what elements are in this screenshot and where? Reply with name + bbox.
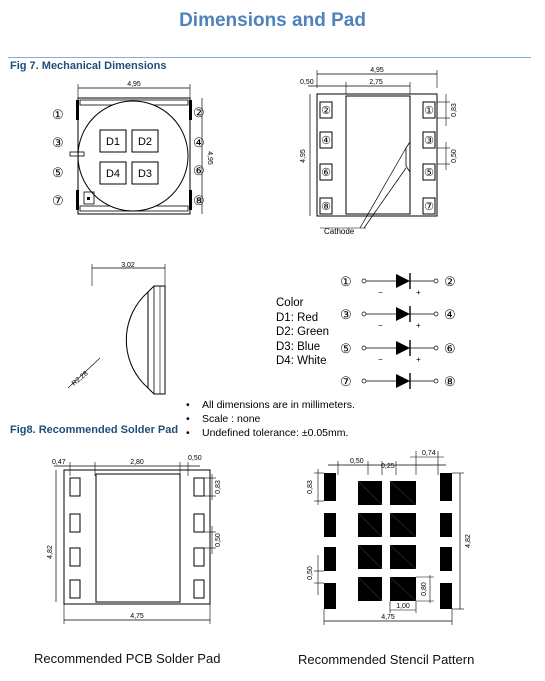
- stencil-caption: Recommended Stencil Pattern: [298, 652, 475, 667]
- pad-number: ⑧: [321, 201, 331, 213]
- die-label: D4: [106, 168, 120, 180]
- title-rule: [8, 57, 531, 58]
- pad-number: ⑦: [424, 201, 434, 213]
- diode-row: ① ② − +: [340, 273, 456, 297]
- top-height-label: 4,95: [206, 151, 213, 165]
- pcb-pad-width-label: 0,47: [52, 459, 66, 466]
- pcb-total-width-label: 4,75: [130, 613, 144, 620]
- diode-schematic: ① ② − + ③ ④ − + ⑤ ⑥ − + ⑦ ⑧: [340, 273, 456, 389]
- pad-number: ③: [424, 135, 434, 147]
- die-label: D1: [106, 136, 120, 148]
- pad-height-label: 0,83: [451, 103, 458, 117]
- plus-sign: +: [416, 355, 421, 364]
- pin-number: ⑥: [444, 341, 456, 356]
- note-item: •All dimensions are in millimeters.: [186, 399, 355, 411]
- stencil-025-label: 0,25: [381, 463, 395, 470]
- pin-number: ④: [193, 135, 205, 150]
- minus-sign: −: [378, 321, 383, 330]
- bullet: •: [186, 399, 190, 411]
- pin-number: ③: [52, 135, 64, 150]
- pad-pitch-label: 0,50: [451, 149, 458, 163]
- pcb-pad-right-label: 0,50: [188, 455, 202, 462]
- pad-number: ①: [424, 105, 434, 117]
- pin-number: ⑤: [340, 341, 352, 356]
- pin-number: ⑤: [52, 165, 64, 180]
- color-key-line: D1: Red: [276, 311, 319, 324]
- pin-number: ③: [340, 307, 352, 322]
- notes-list: •All dimensions are in millimeters. •Sca…: [186, 398, 355, 440]
- color-key-line: D4: White: [276, 355, 327, 367]
- bullet: •: [186, 427, 190, 439]
- minus-sign: −: [378, 355, 383, 364]
- color-key: Color D1: Red D2: Green D3: Blue D4: Whi…: [276, 296, 329, 369]
- pad-number: ⑥: [321, 167, 331, 179]
- cathode-label: Cathode: [324, 227, 355, 236]
- die-label: D2: [138, 136, 152, 148]
- pin-number: ②: [193, 105, 205, 120]
- page-title: Dimensions and Pad: [179, 10, 366, 31]
- pcb-center-width-label: 2,80: [130, 459, 144, 466]
- diode-row: ③ ④ − +: [340, 306, 456, 330]
- stencil-083-label: 0,83: [307, 480, 314, 494]
- fig8-heading: Fig8. Recommended Solder Pad: [10, 424, 179, 436]
- pin-number: ⑧: [193, 193, 205, 208]
- bullet: •: [186, 413, 190, 425]
- pad-number: ②: [321, 105, 331, 117]
- stencil-total-height-label: 4,82: [465, 534, 472, 548]
- pin-number: ④: [444, 307, 456, 322]
- pin-number: ⑥: [193, 163, 205, 178]
- note-item: •Scale : none: [186, 413, 261, 425]
- pad-number: ④: [321, 135, 331, 147]
- top-width-label: 4,95: [127, 81, 141, 88]
- fig7-heading: Fig 7. Mechanical Dimensions: [10, 60, 167, 72]
- bottom-inner-width-label: 2,75: [369, 79, 383, 86]
- pin-number: ⑦: [340, 374, 352, 389]
- note-item: •Undefined tolerance: ±0.05mm.: [186, 427, 349, 439]
- minus-sign: −: [378, 288, 383, 297]
- diode-row: ⑤ ⑥ − +: [340, 340, 456, 364]
- bottom-height-label: 4,95: [300, 149, 307, 163]
- stencil-050b-label: 0,50: [307, 566, 314, 580]
- color-key-heading: Color: [276, 297, 304, 309]
- pcb-pad-height-label: 0,83: [215, 480, 222, 494]
- plus-sign: +: [416, 321, 421, 330]
- pin-number: ②: [444, 274, 456, 289]
- side-width-label: 3,02: [121, 262, 135, 269]
- pcb-total-height-label: 4,82: [47, 545, 54, 559]
- stencil-total-width-label: 4,75: [381, 614, 395, 621]
- pin-number: ⑧: [444, 374, 456, 389]
- pcb-solder-pad-drawing: 0,47 2,80 0,50 4,82 0,83 0,50 4,75: [47, 455, 222, 624]
- pcb-pitch-label: 0,50: [215, 533, 222, 547]
- bottom-view-drawing: 4,95 0,50 2,75 4,95 ② ④ ⑥ ⑧ ① ③ ⑤ ⑦ 0,83…: [300, 67, 458, 236]
- side-view-drawing: 3,02 R2,28: [67, 262, 166, 395]
- side-radius-label: R2,28: [71, 370, 90, 387]
- pad-number: ⑤: [424, 167, 434, 179]
- stencil-050-label: 0,50: [350, 458, 364, 465]
- stencil-074-label: 0,74: [422, 450, 436, 457]
- bottom-width-label: 4,95: [370, 67, 384, 74]
- top-view-drawing: 4,95 4,95 D1 D2 D4 D3 ① ③ ⑤ ⑦ ② ④ ⑥ ⑧: [52, 81, 213, 215]
- pin-number: ⑦: [52, 193, 64, 208]
- stencil-100-label: 1,00: [396, 603, 410, 610]
- plus-sign: +: [416, 288, 421, 297]
- pin-number: ①: [52, 107, 64, 122]
- color-key-line: D3: Blue: [276, 340, 321, 353]
- bottom-offset-label: 0,50: [300, 79, 314, 86]
- die-label: D3: [138, 168, 152, 180]
- pcb-caption: Recommended PCB Solder Pad: [34, 651, 221, 666]
- stencil-080-label: 0,80: [421, 582, 428, 596]
- pin-number: ①: [340, 274, 352, 289]
- color-key-line: D2: Green: [276, 326, 330, 338]
- stencil-pattern-drawing: 0,50 0,25 0,74 0,83 0,50 4,82 0,80 1,00 …: [307, 450, 472, 625]
- diode-row: ⑦ ⑧: [340, 373, 456, 389]
